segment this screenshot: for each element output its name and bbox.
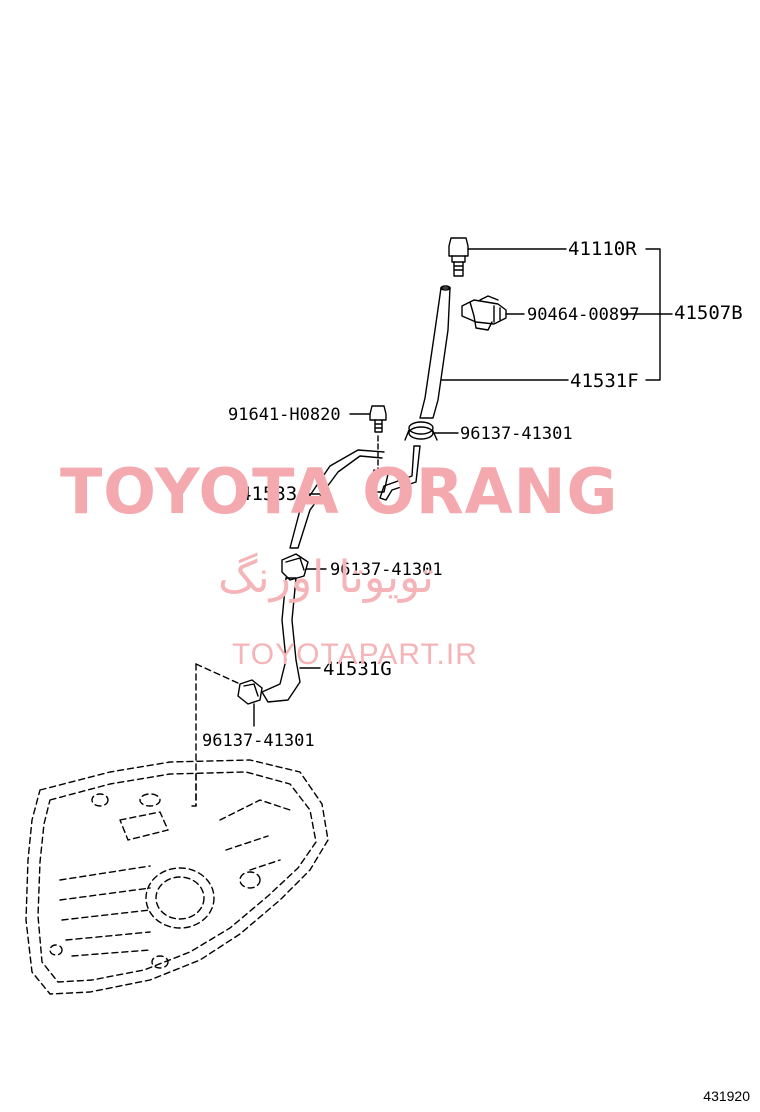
label-41531f: 41531F xyxy=(570,370,639,392)
breather-plug-41110r xyxy=(448,237,567,277)
label-41110r: 41110R xyxy=(568,238,637,260)
differential-housing xyxy=(25,759,329,995)
label-41507b: 41507B xyxy=(674,302,743,324)
hose-clip-top xyxy=(404,421,459,441)
label-90464-00897: 90464-00897 xyxy=(527,305,640,325)
label-96137-41301-bottom: 96137-41301 xyxy=(202,731,315,751)
bolt-91641-h0820 xyxy=(349,405,387,481)
hose-41531f xyxy=(419,285,569,419)
hose-clip-middle xyxy=(281,553,327,581)
label-96137-41301-top: 96137-41301 xyxy=(460,424,573,444)
label-91641-h0820: 91641-H0820 xyxy=(228,405,341,425)
clamp-90464-00897 xyxy=(461,295,525,331)
hose-41531g xyxy=(261,577,321,703)
hose-clip-bottom xyxy=(195,663,263,807)
watermark-brand: TOYOTA ORANG xyxy=(60,455,619,528)
label-41533: 41533 xyxy=(240,483,298,505)
kit-bracket-41507b xyxy=(622,248,673,381)
label-96137-41301-middle: 96137-41301 xyxy=(330,560,443,580)
watermark-url: TOYOTAPART.IR xyxy=(232,638,478,671)
label-41531g: 41531G xyxy=(323,658,392,680)
figure-reference: 431920 xyxy=(703,1088,750,1104)
pipe-41533 xyxy=(289,445,421,549)
watermark-persian: تویوتا اورنگ xyxy=(218,552,434,603)
